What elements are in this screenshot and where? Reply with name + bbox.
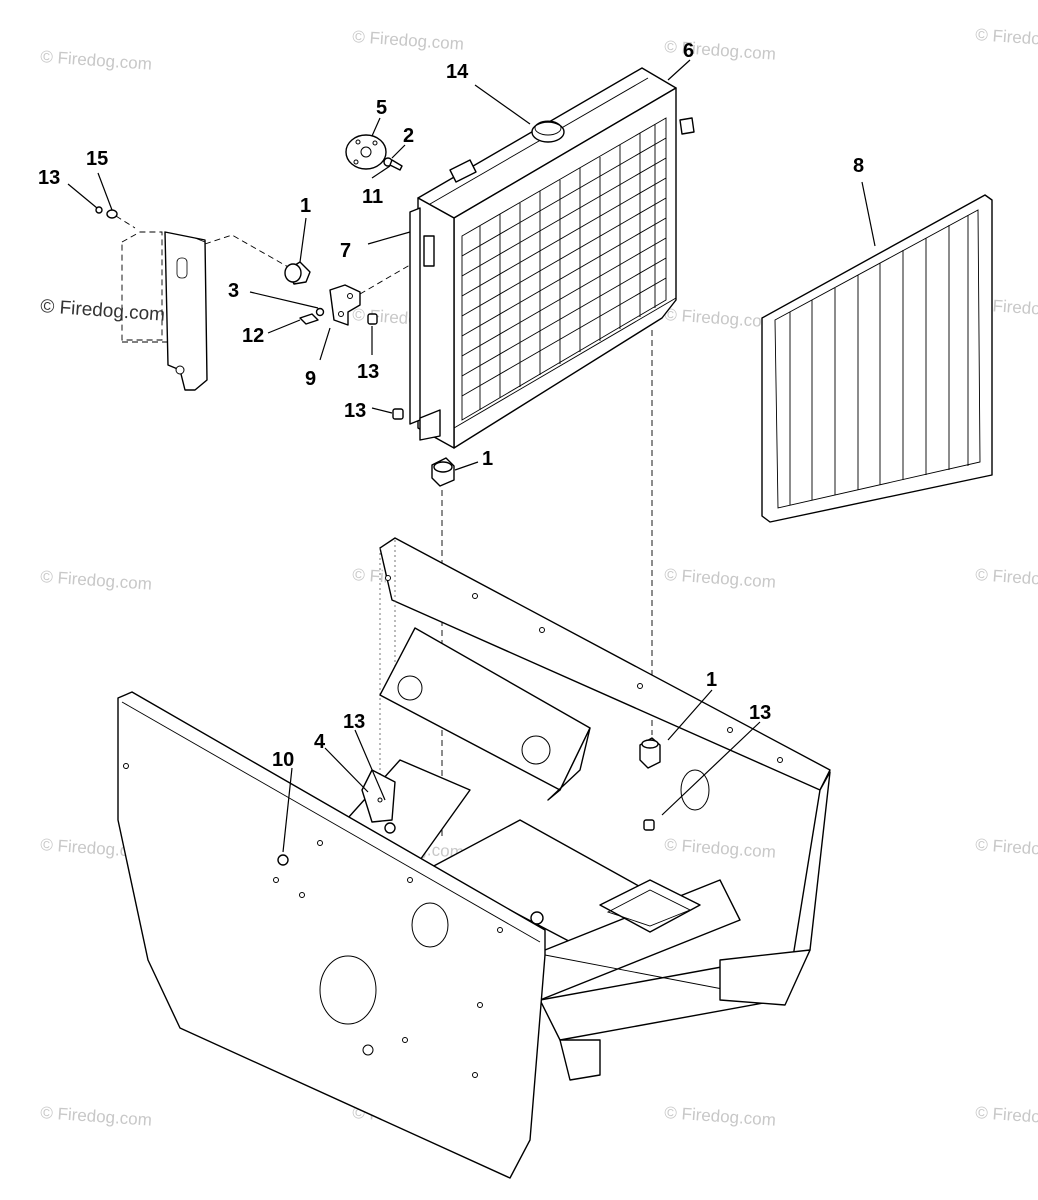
watermark: © Firedog.com [664,835,777,862]
callout-15: 15 [86,148,108,170]
watermark: © Firedog.com [40,567,153,594]
chassis-frame [117,537,831,1179]
radiator [367,59,695,449]
watermark-dark: © Firedog.com [40,296,166,326]
callout-8: 8 [853,155,864,177]
mounting-bracket [249,261,416,361]
callout-4: 4 [314,731,326,753]
callout-13: 13 [749,702,771,724]
watermark: © Firedog.com [975,25,1038,52]
watermark: © Firedog.com [664,565,777,592]
callout-1: 1 [482,448,493,470]
nut-and-washer [67,172,136,229]
callout-14: 14 [446,61,469,83]
watermark: © Firedog.com [664,37,777,64]
callout-3: 3 [228,280,239,302]
watermark: © Firedog.com [664,1103,777,1130]
shroud-bracket [121,231,291,391]
callout-13: 13 [343,711,365,733]
watermark: © Firedog.com [975,1103,1038,1130]
watermark: © Firedog.com [40,47,153,74]
callout-7: 7 [340,240,351,262]
grille [761,181,993,523]
callout-6: 6 [683,40,694,62]
callout-5: 5 [376,97,387,119]
callout-labels: 14 6 5 2 11 15 13 1 7 8 3 12 9 13 13 1 1… [38,40,864,771]
callout-2: 2 [403,125,414,147]
watermark: © Firedog.com [975,565,1038,592]
isolator-mount-upper [284,217,311,285]
callout-11: 11 [362,186,383,208]
cap-washer-screw [345,117,406,179]
callout-1: 1 [706,669,717,691]
watermark: © Firedog.com [352,27,465,54]
callout-13: 13 [344,400,366,422]
watermark: © Firedog.com [40,1103,153,1130]
callout-13: 13 [357,361,379,383]
radiator-core-fins [461,124,667,410]
watermark: © Firedog.com [975,835,1038,862]
callout-9: 9 [305,368,316,390]
frame-leaders [282,689,761,853]
watermark: © Firedog.com [664,305,777,332]
callout-1: 1 [300,195,311,217]
callout-12: 12 [242,325,264,347]
callout-10: 10 [272,749,294,771]
callout-13: 13 [38,167,60,189]
